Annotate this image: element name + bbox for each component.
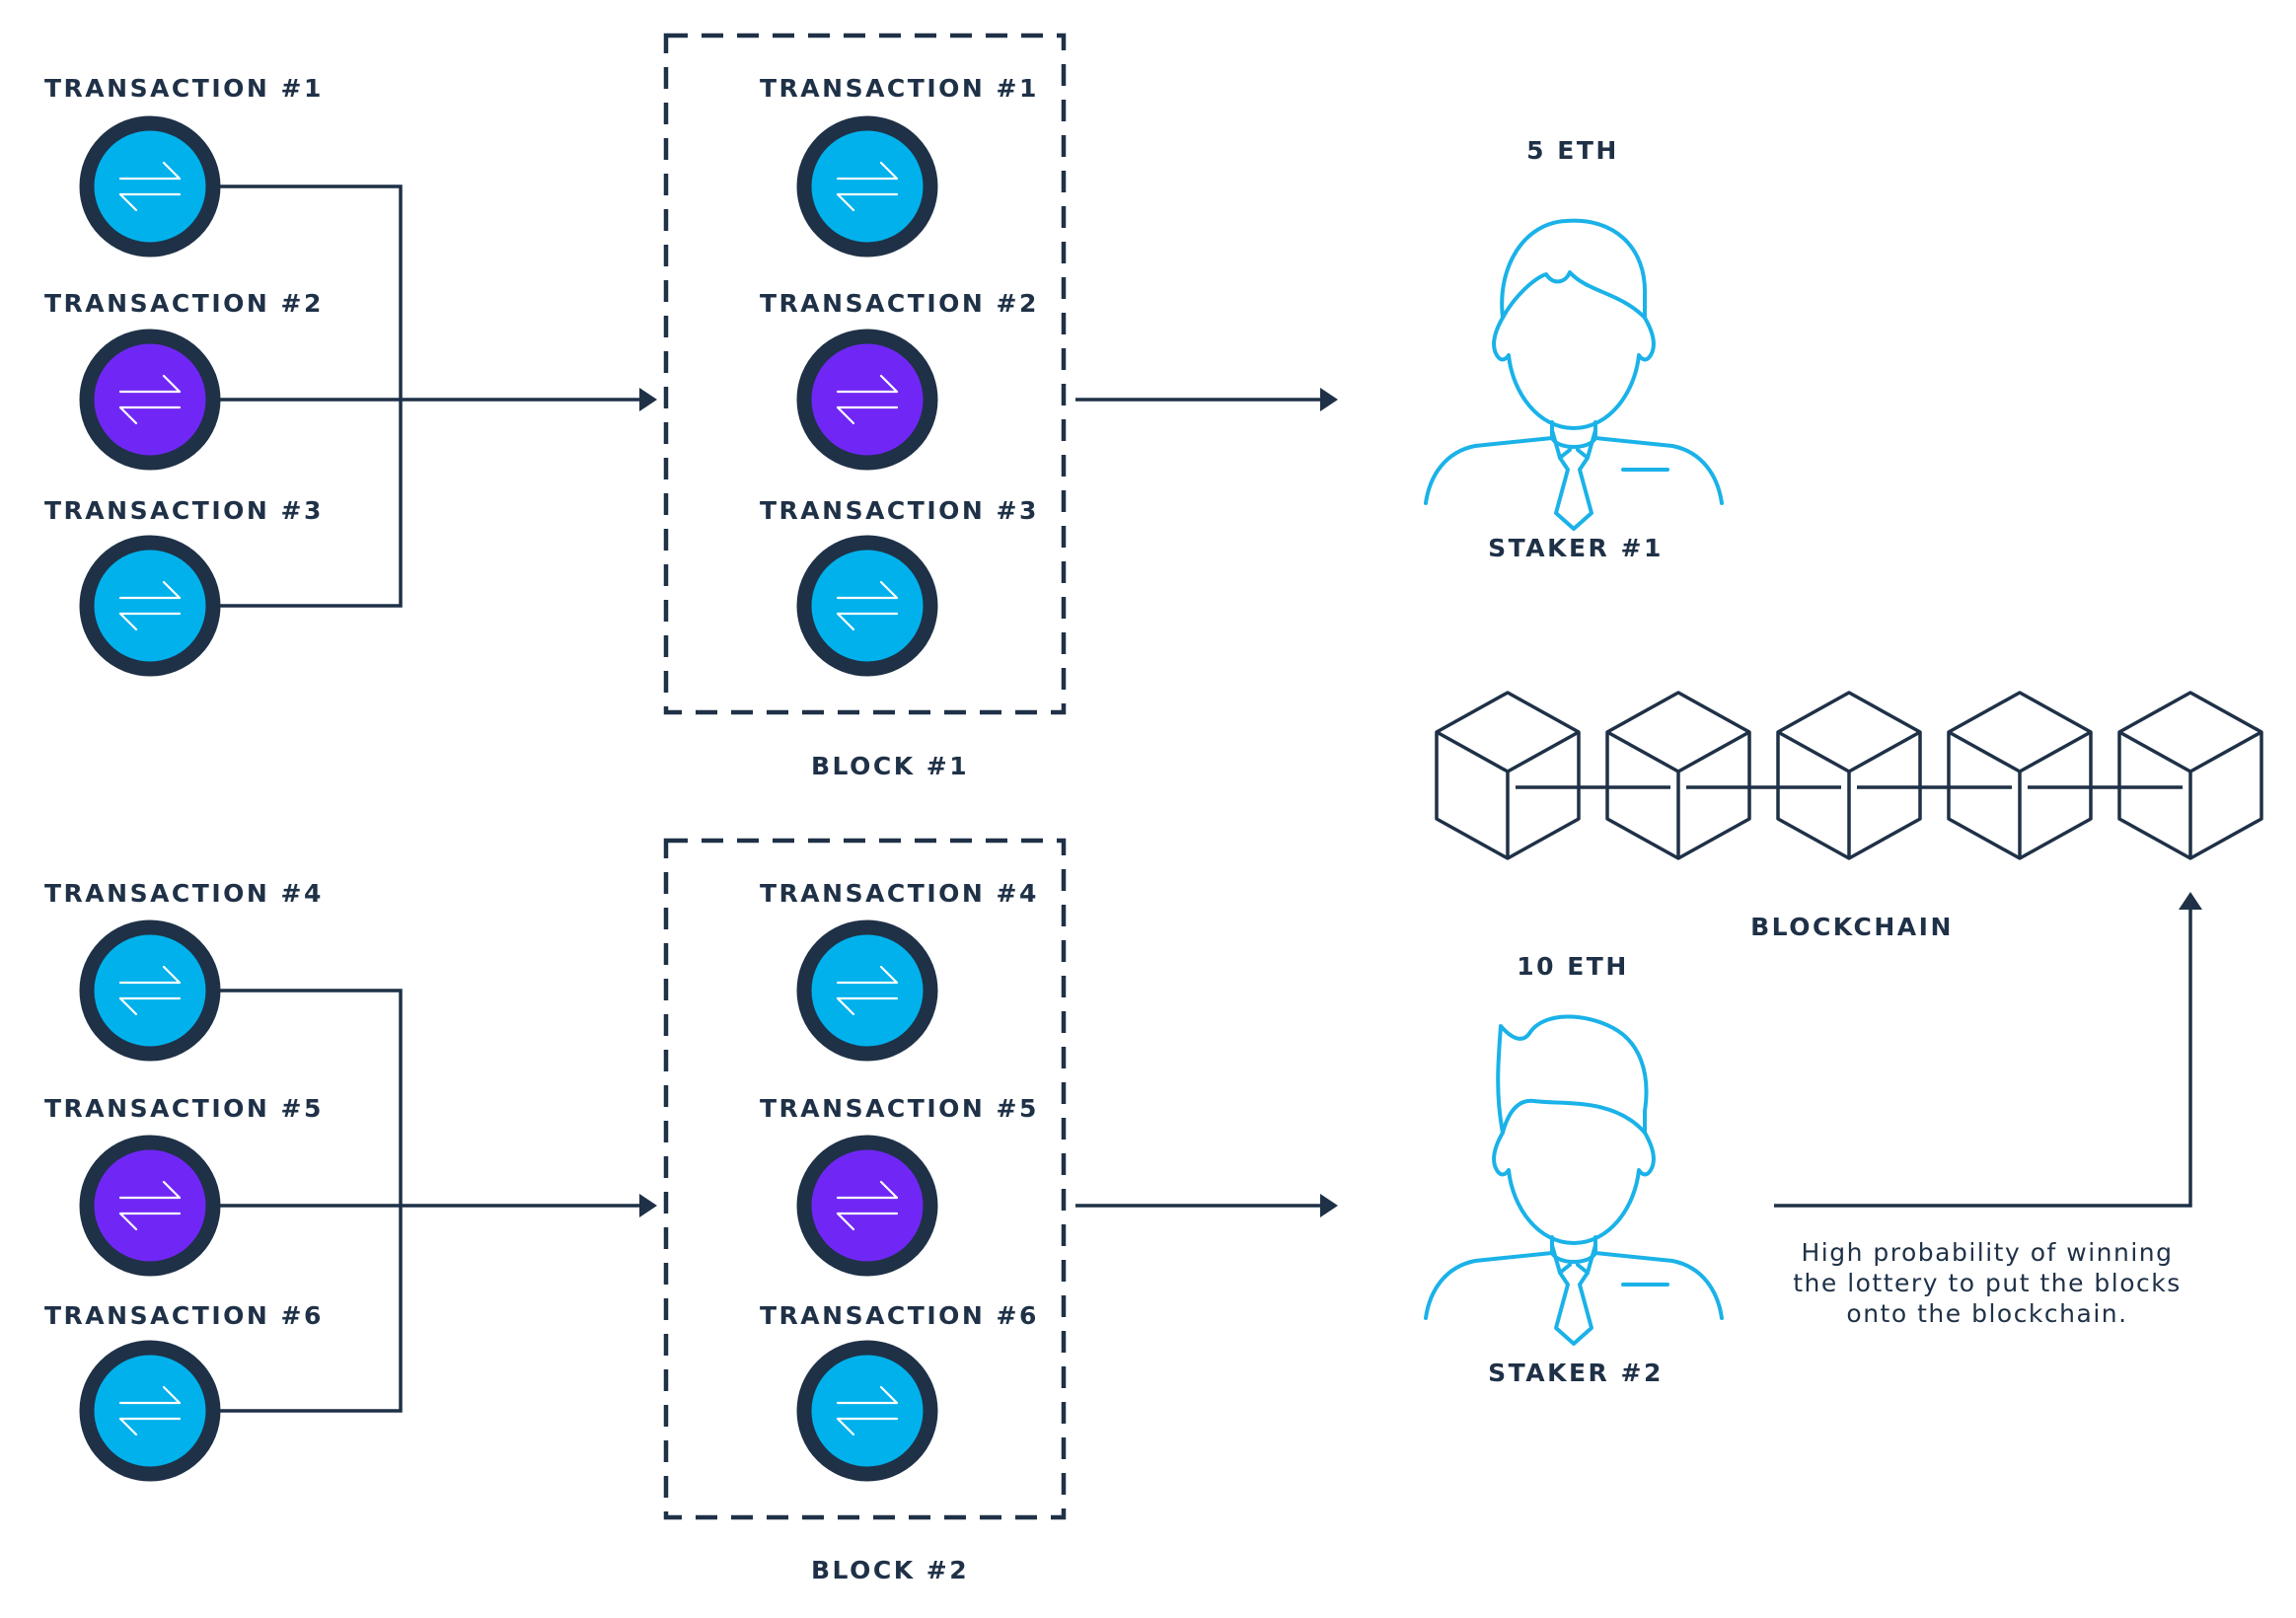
cube-icon — [1435, 691, 1581, 860]
exchange-arrows-icon — [796, 1135, 938, 1277]
exchange-arrows-icon — [79, 329, 221, 471]
connector-group-2 — [213, 989, 657, 1413]
input-transaction: TRANSACTION #3 — [44, 496, 324, 677]
transaction-label: TRANSACTION #6 — [44, 1301, 324, 1330]
connector-group-1 — [213, 184, 657, 608]
cube-icon — [1776, 691, 1922, 860]
transaction-label: TRANSACTION #1 — [44, 74, 324, 103]
blockchain: BLOCKCHAIN — [1435, 691, 2263, 941]
transaction-label: TRANSACTION #2 — [44, 289, 324, 318]
input-transactions: TRANSACTION #1 TRANSACTION #2 TRANSACTIO… — [44, 74, 324, 1482]
lottery-note: High probability of winning the lottery … — [1793, 1238, 2182, 1328]
stake-amount: 10 ETH — [1517, 952, 1629, 981]
exchange-arrows-icon — [79, 535, 221, 677]
block-2: TRANSACTION #4 TRANSACTION #5 TRANSACTIO… — [663, 838, 1067, 1584]
person-icon — [1424, 218, 1724, 531]
arrowhead — [639, 1194, 657, 1217]
cube-icon — [1947, 691, 2093, 860]
transaction-label: TRANSACTION #4 — [760, 879, 1039, 908]
cube-icon — [2117, 691, 2263, 860]
arrowhead — [1320, 388, 1338, 411]
exchange-arrows-icon — [79, 919, 221, 1062]
transaction-label: TRANSACTION #4 — [44, 879, 324, 908]
stake-amount: 5 ETH — [1526, 136, 1619, 165]
transaction-label: TRANSACTION #3 — [44, 496, 324, 525]
arrowhead — [1320, 1194, 1338, 1217]
block-label: BLOCK #1 — [811, 752, 969, 780]
exchange-arrows-icon — [796, 535, 938, 677]
staker-2: 10 ETH STAKER #2 — [1424, 952, 1724, 1387]
note-line: the lottery to put the blocks — [1793, 1269, 2182, 1297]
block-border — [663, 33, 1067, 715]
staker-1: 5 ETH STAKER #1 — [1424, 136, 1724, 562]
note-line: High probability of winning — [1801, 1238, 2173, 1267]
note-line: onto the blockchain. — [1846, 1299, 2127, 1328]
exchange-arrows-icon — [79, 1135, 221, 1277]
exchange-arrows-icon — [796, 919, 938, 1062]
exchange-arrows-icon — [796, 115, 938, 257]
transaction-label: TRANSACTION #5 — [760, 1094, 1039, 1123]
transaction-label: TRANSACTION #2 — [760, 289, 1039, 318]
transaction-label: TRANSACTION #5 — [44, 1094, 324, 1123]
input-transaction: TRANSACTION #6 — [44, 1301, 324, 1482]
input-transaction: TRANSACTION #1 — [44, 74, 324, 257]
staker-label: STAKER #1 — [1488, 534, 1664, 562]
person-icon — [1424, 1014, 1724, 1346]
transaction-label: TRANSACTION #3 — [760, 496, 1039, 525]
cube-icon — [1605, 691, 1751, 860]
block-to-staker-arrow-2 — [1075, 1194, 1338, 1217]
block-1: TRANSACTION #1 TRANSACTION #2 TRANSACTIO… — [663, 33, 1067, 780]
block-border — [663, 838, 1067, 1520]
arrowhead — [2179, 892, 2202, 910]
block-label: BLOCK #2 — [811, 1556, 969, 1584]
blockchain-label: BLOCKCHAIN — [1750, 913, 1954, 941]
input-transaction: TRANSACTION #4 — [44, 879, 324, 1062]
exchange-arrows-icon — [796, 329, 938, 471]
arrowhead — [639, 388, 657, 411]
staker-label: STAKER #2 — [1488, 1359, 1664, 1387]
exchange-arrows-icon — [796, 1340, 938, 1482]
transaction-label: TRANSACTION #1 — [760, 74, 1039, 103]
exchange-arrows-icon — [79, 115, 221, 257]
input-transaction: TRANSACTION #5 — [44, 1094, 324, 1277]
transaction-label: TRANSACTION #6 — [760, 1301, 1039, 1330]
blockchain-cubes — [1435, 691, 2263, 860]
input-transaction: TRANSACTION #2 — [44, 289, 324, 471]
staker-to-blockchain-arrow — [1774, 892, 2202, 1208]
exchange-arrows-icon — [79, 1340, 221, 1482]
block-to-staker-arrow-1 — [1075, 388, 1338, 411]
